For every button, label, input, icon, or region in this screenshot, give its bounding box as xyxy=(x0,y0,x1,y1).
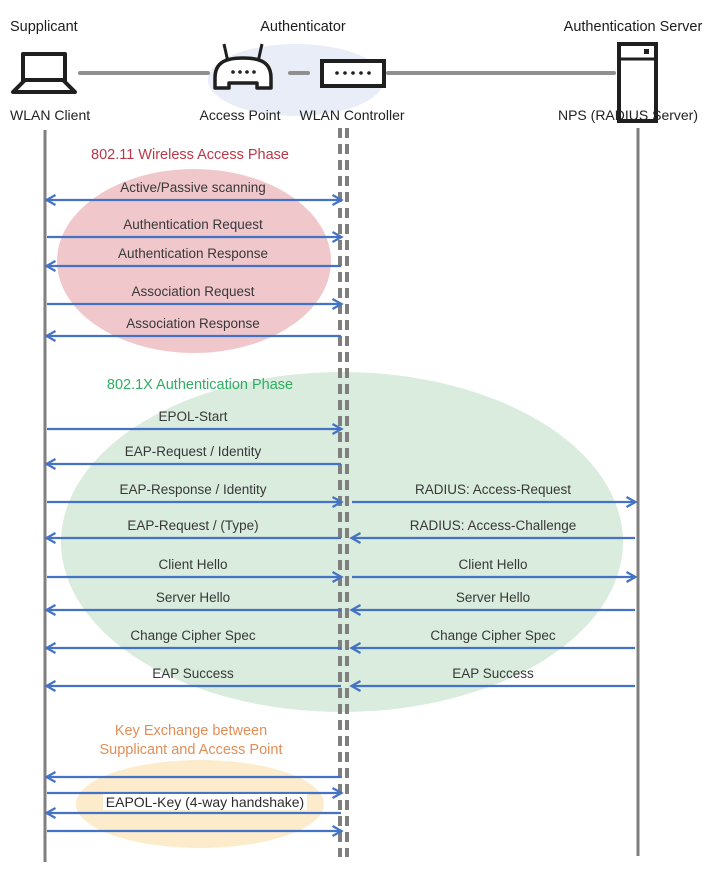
server-icon xyxy=(617,42,658,123)
wlan-client-label: WLAN Client xyxy=(10,107,91,123)
message-label: Active/Passive scanning xyxy=(120,180,266,195)
wlan-controller-icon xyxy=(320,59,386,88)
authentication-server-role-label: Authentication Server xyxy=(563,19,703,35)
message-label: RADIUS: Access-Challenge xyxy=(409,518,577,533)
message-label: Association Response xyxy=(126,316,260,331)
nps-server-label: NPS (RADIUS Server) xyxy=(557,107,699,123)
message-label: Server Hello xyxy=(455,590,531,605)
message-label: Change Cipher Spec xyxy=(130,628,256,643)
message-label: Client Hello xyxy=(158,557,228,572)
wlan-controller-label: WLAN Controller xyxy=(299,107,405,123)
message-label: Client Hello xyxy=(458,557,528,572)
message-label: EAP-Response / Identity xyxy=(119,482,267,497)
message-label: Change Cipher Spec xyxy=(430,628,556,643)
message-label: EAP-Request / (Type) xyxy=(127,518,259,533)
phase3-title: Key Exchange between Supplicant and Acce… xyxy=(99,723,283,758)
authenticator-role-label: Authenticator xyxy=(260,19,346,35)
message-label: Server Hello xyxy=(155,590,231,605)
key-exchange-label: EAPOL-Key (4-way handshake) xyxy=(103,794,307,810)
message-arrows xyxy=(44,194,638,837)
message-label: EPOL-Start xyxy=(158,409,228,424)
message-label: EAP-Request / Identity xyxy=(124,444,262,459)
message-label: Authentication Request xyxy=(123,217,263,232)
supplicant-role-label: Supplicant xyxy=(10,19,78,35)
lifelines xyxy=(43,128,640,862)
message-label: RADIUS: Access-Request xyxy=(414,482,572,497)
message-label: Association Request xyxy=(131,284,255,299)
phase1-title: 802.11 Wireless Access Phase xyxy=(91,147,289,163)
access-point-label: Access Point xyxy=(199,107,281,123)
phase2-ellipse xyxy=(61,372,623,712)
access-point-icon xyxy=(213,43,273,90)
laptop-icon xyxy=(11,52,77,94)
message-label: EAP Success xyxy=(452,666,534,681)
phase1-ellipse xyxy=(57,169,331,353)
phase2-title: 802.1X Authentication Phase xyxy=(106,377,294,393)
message-label: EAP Success xyxy=(152,666,234,681)
message-label: Authentication Response xyxy=(117,246,269,261)
